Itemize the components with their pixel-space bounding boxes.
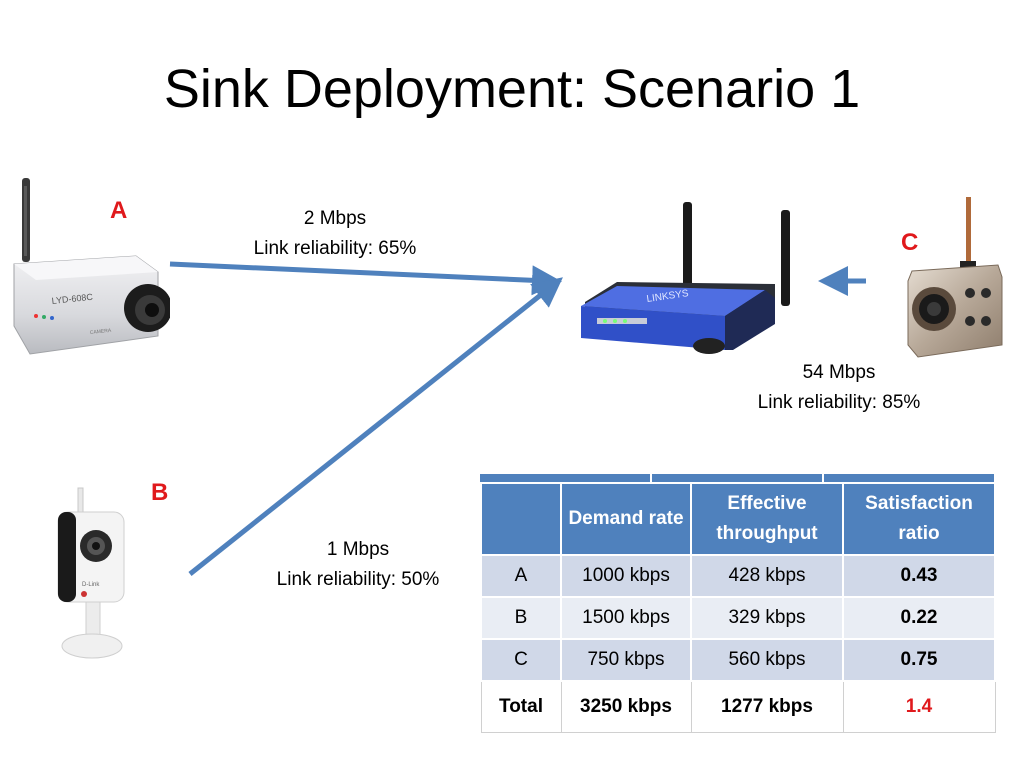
cell-total-ratio: 1.4 [842,680,996,733]
table-top-strip [480,474,994,482]
camera-c-image [906,195,1008,367]
table-row: A 1000 kbps 428 kbps 0.43 [480,554,996,598]
svg-text:D-Link: D-Link [82,582,100,588]
link-b-reliability: Link reliability: 50% [276,569,440,590]
cell-total-demand: 3250 kbps [560,680,692,733]
cell-throughput: 329 kbps [690,596,844,640]
cell-throughput: 560 kbps [690,638,844,682]
link-b-rate: 1 Mbps [326,539,390,560]
link-label-a: 2 Mbps Link reliability: 65% [225,204,445,264]
arrow-a [169,261,562,296]
link-a-reliability: Link reliability: 65% [253,238,417,259]
link-c-reliability: Link reliability: 85% [757,392,921,413]
cell-ratio: 0.75 [842,638,996,682]
header-effective-throughput: Effective throughput [690,482,844,556]
cell-demand: 1000 kbps [560,554,692,598]
results-table: Demand rate Effective throughput Satisfa… [480,482,996,733]
camera-b-image: D-Link [52,486,134,664]
results-table-container: Demand rate Effective throughput Satisfa… [480,474,996,733]
node-label-a: A [110,197,128,224]
table-header-row: Demand rate Effective throughput Satisfa… [480,482,996,556]
cell-node: A [480,554,562,598]
cell-ratio: 0.22 [842,596,996,640]
cell-throughput: 428 kbps [690,554,844,598]
cell-node: B [480,596,562,640]
table-total-row: Total 3250 kbps 1277 kbps 1.4 [480,680,996,733]
table-row: B 1500 kbps 329 kbps 0.22 [480,596,996,640]
link-a-rate: 2 Mbps [303,208,367,229]
cell-node: C [480,638,562,682]
router-image: LINKSYS [575,198,800,366]
cell-total-label: Total [480,680,562,733]
slide-title: Sink Deployment: Scenario 1 [163,59,861,119]
cell-ratio: 0.43 [842,554,996,598]
header-node [480,482,562,556]
table-row: C 750 kbps 560 kbps 0.75 [480,638,996,682]
cell-total-throughput: 1277 kbps [690,680,844,733]
cell-demand: 750 kbps [560,638,692,682]
node-label-b: B [151,479,169,506]
header-demand-rate: Demand rate [560,482,692,556]
header-satisfaction-ratio: Satisfaction ratio [842,482,996,556]
svg-text:CAMERA: CAMERA [90,328,113,336]
link-label-c: 54 Mbps Link reliability: 85% [728,358,950,418]
node-label-c: C [901,229,919,256]
link-label-b: 1 Mbps Link reliability: 50% [248,535,468,595]
link-c-rate: 54 Mbps [802,362,876,383]
cell-demand: 1500 kbps [560,596,692,640]
camera-a-image: LYD-608C CAMERA [8,176,170,356]
svg-text:LYD-608C: LYD-608C [51,292,94,306]
